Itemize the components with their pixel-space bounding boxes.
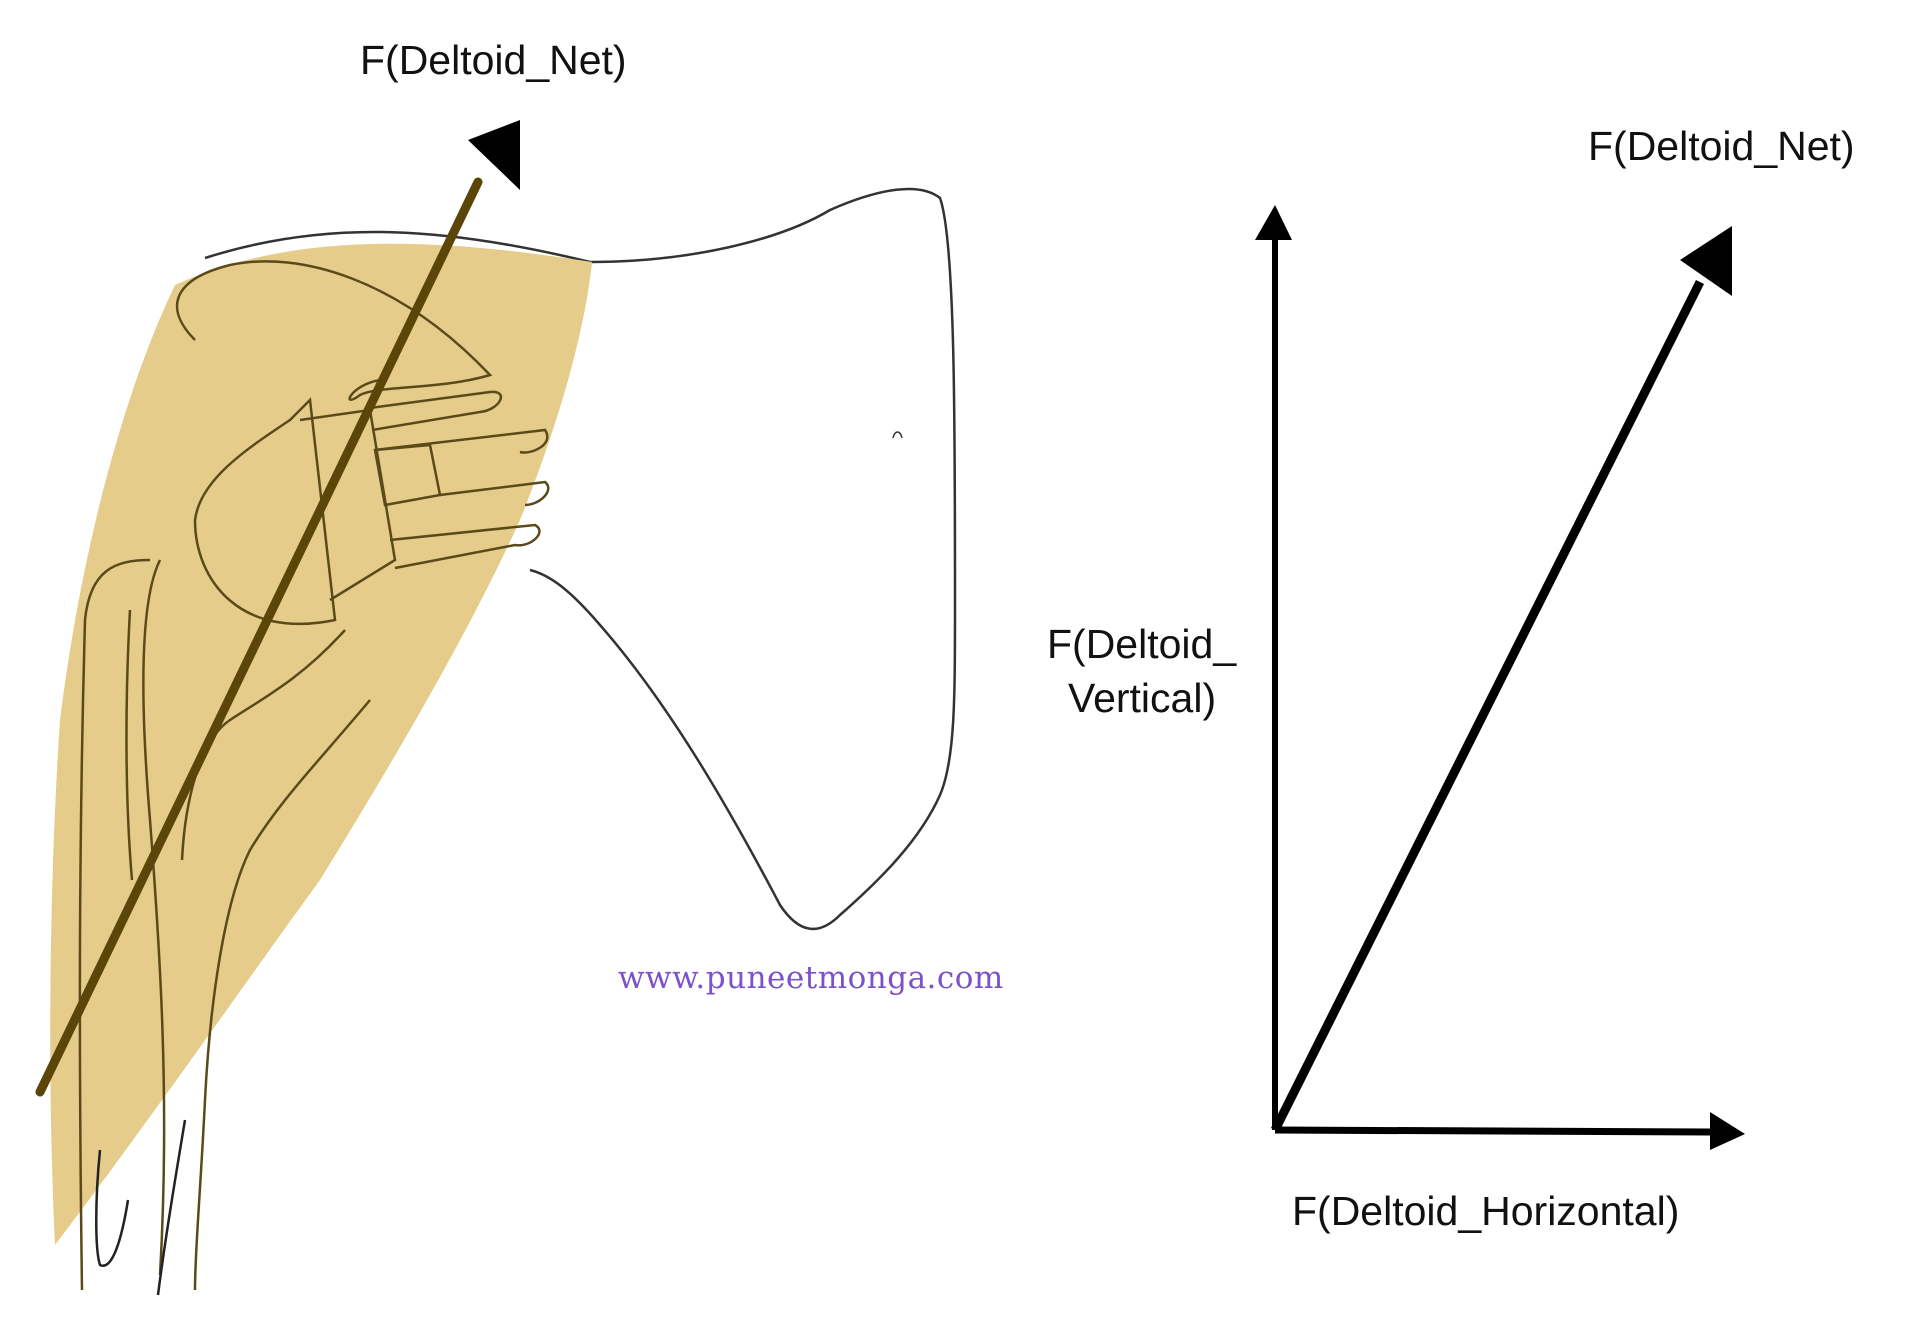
horizontal-force-label: F(Deltoid_Horizontal) [1292, 1188, 1680, 1234]
vertical-force-label-line1: F(Deltoid_ [1047, 621, 1237, 667]
watermark: www.puneetmonga.com [618, 960, 1004, 996]
vertical-force-label-line2: Vertical) [1068, 675, 1217, 721]
horizontal-component-line [1274, 1126, 1711, 1136]
net-force-arrowhead [1680, 226, 1732, 296]
left-force-arrowhead [468, 120, 520, 190]
right-net-force-label: F(Deltoid_Net) [1588, 123, 1855, 169]
horizontal-arrowhead [1710, 1112, 1745, 1150]
humerus-implant-sketch [78, 260, 550, 1291]
left-force-line [35, 177, 483, 1097]
vertical-arrowhead [1255, 205, 1292, 240]
left-net-force-label: F(Deltoid_Net) [360, 37, 627, 83]
glenoid-mark [892, 431, 903, 439]
deltoid-muscle [50, 243, 592, 1245]
humerus-shaft [95, 1119, 187, 1296]
vector-diagram [1255, 205, 1745, 1150]
net-force-line [1270, 279, 1705, 1133]
